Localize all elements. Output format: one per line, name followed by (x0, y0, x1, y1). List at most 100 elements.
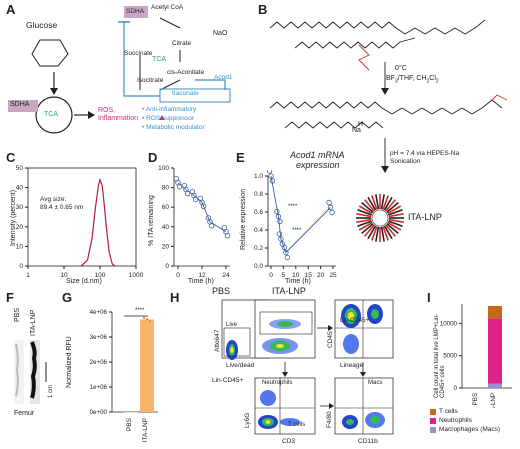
condition-reagents: BF3/THF, CH2Cl2 (386, 75, 439, 85)
ester-1 (399, 37, 416, 43)
c-annotation-2: 89.4 ± 0.65 nm (40, 204, 84, 211)
panel-label-e: E (236, 150, 245, 165)
g-bar (124, 412, 138, 413)
d-point (200, 203, 207, 209)
i-legend: T cells Neutrophils Macrophages (Macs) (430, 408, 520, 433)
i-bar-segment (488, 318, 502, 384)
ita-lnp-label: ITA-LNP (408, 212, 442, 222)
panel-a-diagram (8, 6, 231, 134)
h-livedead-axis: Live/dead (226, 362, 255, 369)
f-ita-label: ITA-LNP (30, 309, 37, 336)
femur-signal (30, 341, 37, 399)
condition-temp: 0°C (395, 65, 407, 72)
d-xtick: 0 (176, 272, 180, 279)
legend-tcells: T cells (430, 408, 520, 415)
panel-label-b: B (258, 2, 268, 17)
panel-label-f: F (6, 290, 14, 305)
sdha-label-left: SDHA (10, 101, 30, 108)
g-ytick: 4e+06 (90, 309, 108, 316)
e-point (276, 231, 283, 237)
e-point (327, 204, 334, 211)
sdha-box-left (8, 100, 38, 112)
legend-neutrophils: Neutrophils (430, 417, 520, 424)
arrowhead-2 (381, 166, 389, 173)
bullet-metabolic-modulator: • Metabolic modulator (142, 124, 205, 131)
na-label: Na (352, 127, 361, 134)
ros-label: ROS, (98, 107, 116, 114)
e-ytick: 0.6 (254, 209, 263, 216)
nao-label-1: NaO (213, 30, 228, 37)
d-ytick: 100 (158, 165, 169, 172)
bullet-ros-suppressor: • ROS suppressor (142, 115, 195, 122)
femur-images (14, 340, 47, 404)
e-xtick: 10 (292, 272, 300, 279)
acetylcoa-label: Acetyl CoA (151, 4, 184, 11)
h-neutrophils-gate: Neutrophils (262, 380, 293, 386)
headgroup-1 (395, 19, 486, 35)
i-ytick: 5000 (443, 353, 457, 360)
i-ytick: 10000 (440, 320, 458, 327)
g-xtick: ITA-LNP (142, 418, 149, 442)
panel-label-i: I (427, 290, 431, 305)
e-ylabel: Relative expression (240, 188, 247, 250)
e-ytick: 0.2 (254, 245, 263, 252)
g-ylabel: Normalized RFU (66, 336, 73, 388)
femur-pbs-image (14, 340, 24, 404)
g-point (142, 316, 146, 319)
sdha-label-right: SDHA (126, 8, 145, 15)
ros-arrowhead (88, 111, 95, 119)
h-live-gate: Live (226, 322, 238, 328)
f-femur-label: Femur (14, 410, 35, 417)
e-point (277, 218, 283, 225)
h-cd3-axis: CD3 (282, 438, 296, 445)
e-ytick: 1.0 (254, 173, 263, 180)
panel-label-a: A (6, 2, 16, 17)
acod1-arrow (195, 79, 226, 90)
tca-cycle-circle (35, 96, 73, 134)
i-xtick: PBS (472, 393, 479, 405)
lipid-chain-1 (269, 21, 397, 29)
h-pbs-title: PBS (212, 286, 231, 296)
c-xtick: 100 (95, 272, 106, 279)
e-ytick: 0.4 (254, 227, 263, 234)
d-xtick: 24 (222, 272, 230, 279)
c-size-curve (80, 177, 116, 267)
e-xtick: 25 (329, 272, 337, 279)
e-title-2: expression (296, 160, 340, 170)
inflammation-up-triangle (159, 115, 165, 120)
h-ly6g-axis: Ly6G (244, 412, 251, 428)
lipid-chain-4 (284, 121, 384, 129)
g-point (145, 318, 149, 321)
c-xtick: 1000 (129, 272, 144, 279)
e-point (283, 249, 289, 256)
c-ytick: 30 (16, 204, 24, 211)
itaconate-inhibition-line (123, 22, 160, 97)
glucose-arrowhead (50, 88, 58, 95)
h-ita-title: ITA-LNP (272, 286, 306, 296)
c-frame (27, 167, 137, 267)
itaconate-moiety (491, 94, 508, 101)
f-pbs-label: PBS (14, 307, 21, 322)
lipid-chain-3 (269, 101, 383, 109)
acetylcoa-arrow (159, 17, 181, 29)
d-ytick: 40 (162, 224, 170, 231)
e-point (284, 254, 291, 261)
h-f480-axis: F4/80 (326, 411, 333, 428)
e-point (326, 199, 332, 206)
e-point (266, 170, 273, 174)
i-ylabel: Cell count in total live LMP+Lin-CD45+ c… (434, 313, 446, 398)
h-atto-axis: Atto647 (214, 329, 221, 352)
c-xlabel: Size (d.nm) (66, 278, 102, 285)
c-ytick: 10 (16, 243, 24, 250)
h-cd45-axis: CD45 (327, 331, 334, 348)
tca-label-right: TCA (152, 56, 166, 63)
panel-label-g: G (62, 290, 73, 305)
panel-b-synthesis (269, 19, 508, 242)
g-ytick: 2e+06 (90, 359, 108, 366)
e-sig-2: **** (292, 228, 302, 234)
succinate-label: Succinate (124, 50, 153, 57)
e-xtick: 20 (317, 272, 325, 279)
